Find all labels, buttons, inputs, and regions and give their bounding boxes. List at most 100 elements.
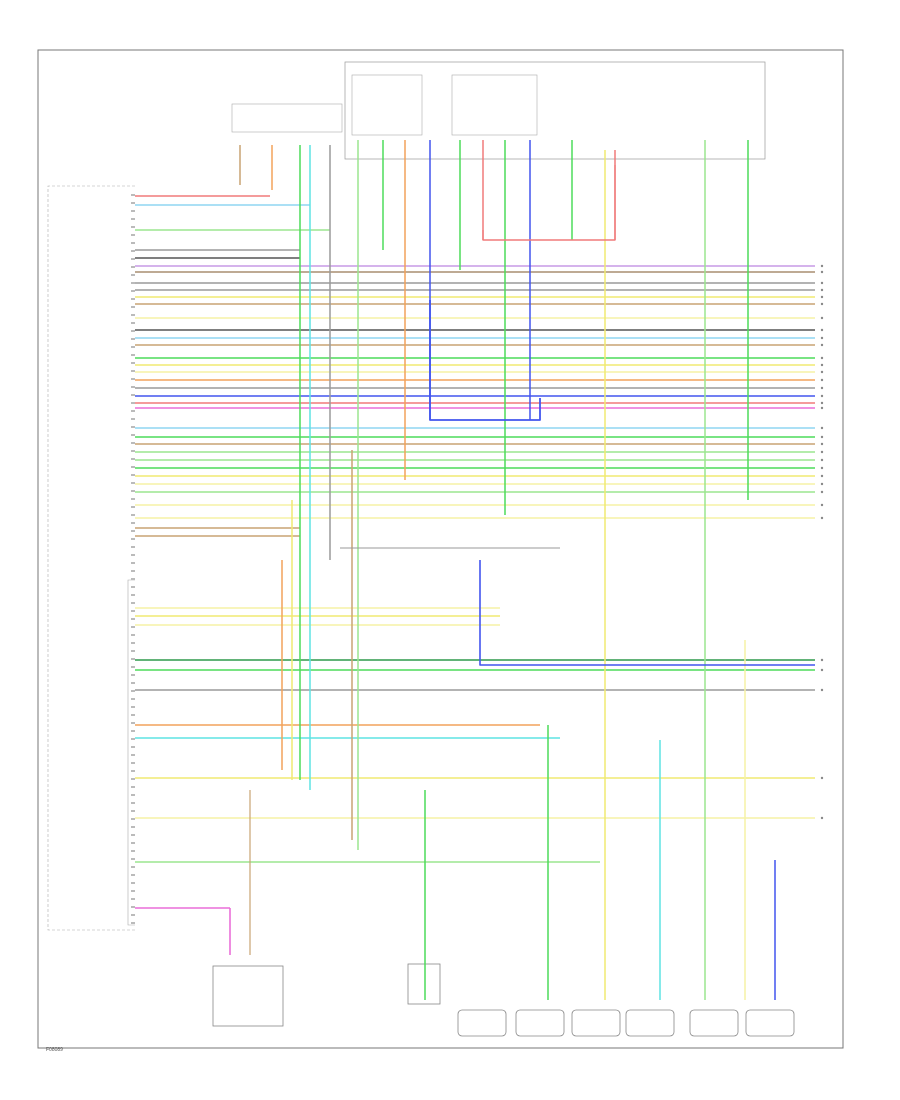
ecm-pin [131, 434, 135, 436]
ecm-pin [131, 770, 135, 772]
connector-terminal [820, 516, 824, 520]
ecm-pin [131, 626, 135, 628]
ecm-pin [131, 266, 135, 268]
ecm-pin [131, 514, 135, 516]
ecm-pin [131, 858, 135, 860]
ecm-pin [131, 258, 135, 260]
connector-terminal [820, 490, 824, 494]
ecm-pin [131, 242, 135, 244]
connector-terminal [820, 288, 824, 292]
ecm-pin [131, 578, 135, 580]
connector-terminal [820, 401, 824, 405]
ecm-pin [131, 530, 135, 532]
ecm-pin [131, 738, 135, 740]
power-distribution-center [344, 61, 766, 160]
ecm-pin [131, 810, 135, 812]
connector-terminal [820, 466, 824, 470]
ecm-pin [131, 674, 135, 676]
connector-terminal [820, 343, 824, 347]
ecm-pin [131, 394, 135, 396]
ecm-pin [131, 490, 135, 492]
ecm-pin [131, 682, 135, 684]
auto-shutdown-relay [451, 74, 538, 136]
ecm-pin [131, 818, 135, 820]
crankshaft-sensor [212, 965, 284, 1027]
ecm-pin [131, 898, 135, 900]
ecm-pin [131, 250, 135, 252]
ecm-pin [131, 338, 135, 340]
ecm-pin [131, 706, 135, 708]
ecm-pin [131, 306, 135, 308]
blue-loop-wire [429, 300, 541, 421]
connector-terminal [820, 295, 824, 299]
connector-terminal [820, 264, 824, 268]
connector-terminal [820, 363, 824, 367]
ecm-pin [131, 826, 135, 828]
connector-terminal [820, 474, 824, 478]
ecm-pin [131, 778, 135, 780]
connector-terminal [820, 482, 824, 486]
injector-4 [625, 1009, 675, 1037]
ecm-pin [131, 594, 135, 596]
connector-pins [131, 194, 824, 924]
ecm-pin [131, 378, 135, 380]
ecm-pin [131, 522, 135, 524]
connector-terminal [820, 328, 824, 332]
ecm-pin [131, 506, 135, 508]
ecm-pin [131, 762, 135, 764]
injector-2 [515, 1009, 565, 1037]
connector-terminal [820, 688, 824, 692]
fuel-pump-relay [351, 74, 423, 136]
wire-harness [135, 140, 815, 1000]
ecm-pin [131, 698, 135, 700]
ecm-pin [131, 330, 135, 332]
ecm-pin [131, 754, 135, 756]
ecm-pin [131, 610, 135, 612]
ecm-pin [131, 418, 135, 420]
ecm-pin [131, 410, 135, 412]
ecm-pin [131, 722, 135, 724]
ecm-pin [131, 906, 135, 908]
connector-terminal [820, 386, 824, 390]
connector-terminal [820, 668, 824, 672]
ecm-pin [131, 290, 135, 292]
ecm-pin [131, 426, 135, 428]
ecm-pin [131, 466, 135, 468]
ecm-pin [131, 690, 135, 692]
diagram-border [37, 49, 844, 1049]
ecm-pin [131, 450, 135, 452]
ecm-pin [131, 458, 135, 460]
ecm-pin [131, 538, 135, 540]
ecm-pin [131, 794, 135, 796]
connector-terminal [820, 370, 824, 374]
injector-3 [571, 1009, 621, 1037]
ecm-pin [131, 914, 135, 916]
ecm-pin [131, 842, 135, 844]
ecm-pin [131, 210, 135, 212]
connector-terminal [820, 458, 824, 462]
ecm-pin [131, 442, 135, 444]
ecm-pin [131, 498, 135, 500]
connector-terminal [820, 776, 824, 780]
connector-terminal [820, 503, 824, 507]
ecm-pin [131, 226, 135, 228]
connector-terminal [820, 316, 824, 320]
ecm-pin [131, 402, 135, 404]
connector-terminal [820, 356, 824, 360]
ecm-pin [131, 546, 135, 548]
connector-terminal [820, 450, 824, 454]
connector-terminal [820, 442, 824, 446]
ecm-pin [131, 322, 135, 324]
ecm-pin [131, 882, 135, 884]
red-loop-wire [482, 165, 616, 241]
connector-terminal [820, 394, 824, 398]
ecm-pin [131, 362, 135, 364]
figure-code: F08089 [46, 1047, 63, 1053]
ecm-pin [131, 282, 135, 284]
connector-terminal [820, 302, 824, 306]
ecm-pin [131, 746, 135, 748]
connector-terminal [820, 658, 824, 662]
ecm-pin [131, 274, 135, 276]
connector-terminal [820, 406, 824, 410]
